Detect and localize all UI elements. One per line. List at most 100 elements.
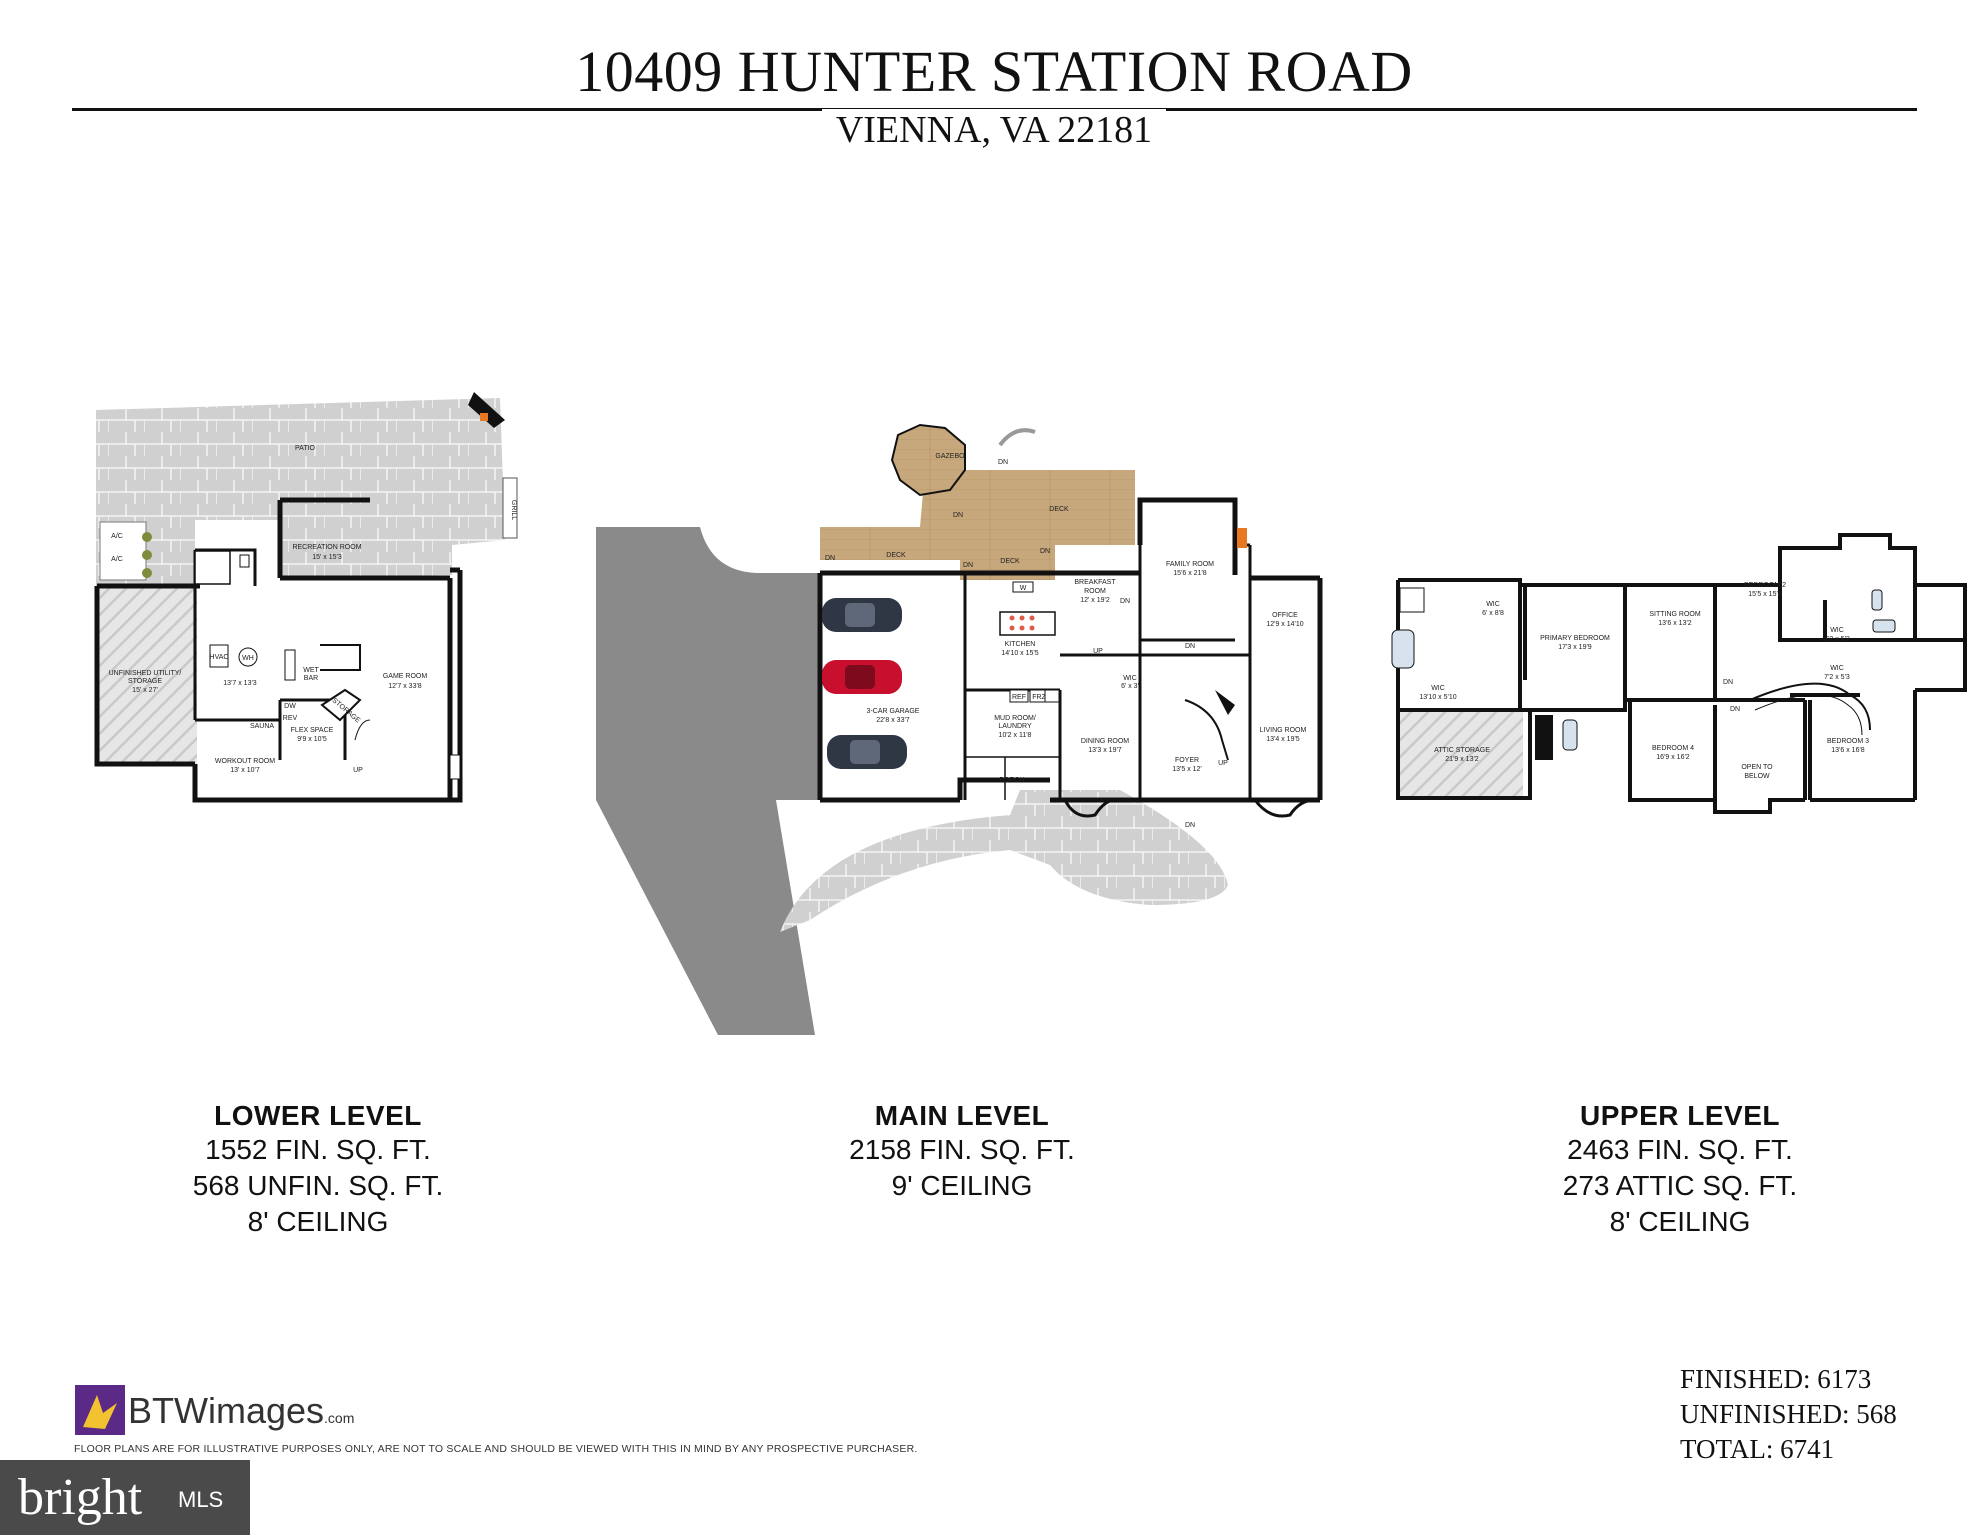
breakfast-room-label: BREAKFAST	[1074, 579, 1116, 586]
level-stat: 568 UNFIN. SQ. FT.	[192, 1170, 444, 1201]
mud-room-label: MUD ROOM/	[994, 715, 1036, 722]
dining-room-label: DINING ROOM	[1081, 738, 1129, 745]
stair-down-label: DN	[1185, 643, 1195, 650]
open-to-below-label: BELOW	[1744, 773, 1770, 780]
brand-name: BTWimages	[128, 1390, 325, 1431]
primary-bedroom-label: PRIMARY BEDROOM	[1540, 635, 1610, 642]
level-name: MAIN LEVEL	[874, 1100, 1050, 1131]
stair-up-label: UP	[1093, 648, 1103, 655]
property-address: 10409 HUNTER STATION ROAD	[575, 39, 1413, 104]
stair-down-label: DN	[1723, 679, 1733, 686]
driveway	[596, 527, 820, 1035]
wet-bar-label: BAR	[304, 675, 318, 682]
game-room-dim: 12'7 x 33'8	[388, 683, 422, 690]
deck-label: DECK	[1000, 558, 1020, 565]
ac-label: A/C	[111, 556, 123, 563]
family-room-label: FAMILY ROOM	[1166, 561, 1214, 568]
gazebo	[890, 423, 966, 497]
wic-dim: 13'10 x 5'10	[1419, 694, 1456, 701]
stair-down-label: DN	[1185, 822, 1195, 829]
porch-label: PORCH	[999, 777, 1024, 784]
stair-down-label: DN	[825, 555, 835, 562]
shower	[194, 550, 231, 585]
fireplace-icon	[468, 392, 505, 428]
grill-icon	[502, 477, 518, 539]
walkway	[780, 790, 1228, 932]
property-city: VIENNA, VA 22181	[0, 108, 1988, 152]
main-level-plan: GAZEBO DECK DECK DECK DN DN DN DN DN DN …	[596, 423, 1323, 1035]
stair-down-label: DN	[1120, 598, 1130, 605]
shrub-icon	[142, 532, 152, 542]
deck-label: DECK	[1049, 506, 1069, 513]
office-dim: 12'9 x 14'10	[1266, 621, 1303, 628]
foyer-label: FOYER	[1175, 757, 1199, 764]
gazebo-label: GAZEBO	[935, 453, 965, 460]
workout-room-dim: 13' x 10'7	[230, 767, 260, 774]
level-stat: 8' CEILING	[1609, 1206, 1751, 1237]
attic-storage-hatch	[1398, 710, 1523, 798]
wic-label: WIC	[1486, 601, 1500, 608]
family-room-dim: 15'6 x 21'8	[1173, 570, 1207, 577]
open-to-below-label: OPEN TO	[1741, 764, 1773, 771]
wic-label: WIC	[1431, 685, 1445, 692]
water-heater-icon	[238, 647, 258, 667]
kitchen-label: KITCHEN	[1005, 641, 1036, 648]
foyer-dim: 13'5 x 12'	[1172, 766, 1202, 773]
wic-dim: 7'2 x 5'2	[1824, 636, 1850, 643]
car-icon-2	[822, 660, 902, 694]
living-room-dim: 13'4 x 19'5	[1266, 736, 1300, 743]
mud-room-dim: 10'2 x 11'8	[999, 732, 1032, 739]
patio-label: PATIO	[295, 445, 316, 452]
level-stat: 8' CEILING	[247, 1206, 389, 1237]
deck	[820, 470, 1135, 580]
sitting-room-dim: 13'6 x 13'2	[1658, 620, 1692, 627]
bathtub-icon	[1872, 619, 1896, 633]
upper-level-plan: WIC 6' x 8'8 PRIMARY BEDROOM 17'3 x 19'9…	[1391, 533, 1967, 814]
disclaimer-text: FLOOR PLANS ARE FOR ILLUSTRATIVE PURPOSE…	[74, 1443, 918, 1455]
utility-dim: 13'7 x 13'3	[223, 680, 257, 687]
mls-watermark-label: MLS	[178, 1487, 224, 1512]
shrub-icon	[142, 568, 152, 578]
wet-bar-label: WET	[303, 667, 319, 674]
office-label: OFFICE	[1272, 612, 1298, 619]
lower-level-summary: LOWER LEVEL 1552 FIN. SQ. FT. 568 UNFIN.…	[118, 1100, 518, 1240]
bedroom-4-dim: 16'9 x 16'2	[1656, 754, 1690, 761]
stair-down-label: DN	[963, 562, 973, 569]
primary-bedroom-dim: 17'3 x 19'9	[1558, 644, 1592, 651]
level-stat: 1552 FIN. SQ. FT.	[205, 1134, 431, 1165]
fire-icon	[480, 413, 488, 421]
level-name: UPPER LEVEL	[1580, 1100, 1780, 1131]
unfinished-label: UNFINISHED UTILITY/	[109, 670, 182, 677]
lower-level-plan: PATIO GRILL A/C A/C RECREATION ROOM 15' …	[94, 392, 518, 803]
wic-dim: 7'2 x 5'3	[1824, 674, 1850, 681]
bedroom-4-label: BEDROOM 4	[1652, 745, 1694, 752]
mls-watermark-word: bright	[18, 1469, 143, 1526]
unfinished-total: UNFINISHED: 568	[1680, 1399, 1897, 1429]
car-icon-3	[827, 735, 907, 769]
level-stat: 273 ATTIC SQ. FT.	[1562, 1170, 1798, 1201]
fireplace-icon	[1237, 528, 1247, 548]
bathtub-icon	[1391, 629, 1415, 669]
kitchen-island	[999, 611, 1056, 636]
rev-label: REV	[283, 715, 298, 722]
dining-room-dim: 13'3 x 19'7	[1088, 747, 1122, 754]
game-room-label: GAME ROOM	[383, 673, 428, 680]
patio-area	[96, 398, 505, 587]
ac-pad	[99, 521, 147, 581]
wic-dim: 6' x 8'8	[1482, 610, 1504, 617]
toilet-icon	[239, 554, 250, 568]
rec-room-dim: 15' x 15'3	[312, 554, 342, 561]
level-stat: 9' CEILING	[891, 1170, 1033, 1201]
bedroom-3-dim: 13'6 x 16'8	[1831, 747, 1865, 754]
washer-label: W	[1020, 585, 1027, 592]
stair-down-label: DN	[998, 459, 1008, 466]
mud-room-label: LAUNDRY	[998, 723, 1032, 730]
ref-label: REF	[1012, 694, 1026, 701]
totals-block: FINISHED: 6173 UNFINISHED: 568 TOTAL: 67…	[1680, 1362, 1897, 1467]
sauna-label: SAUNA	[250, 723, 274, 730]
hvac-unit	[209, 644, 229, 668]
bedroom-2-label: BEDROOM 2	[1744, 582, 1786, 589]
rec-room-label: RECREATION ROOM	[292, 544, 361, 551]
